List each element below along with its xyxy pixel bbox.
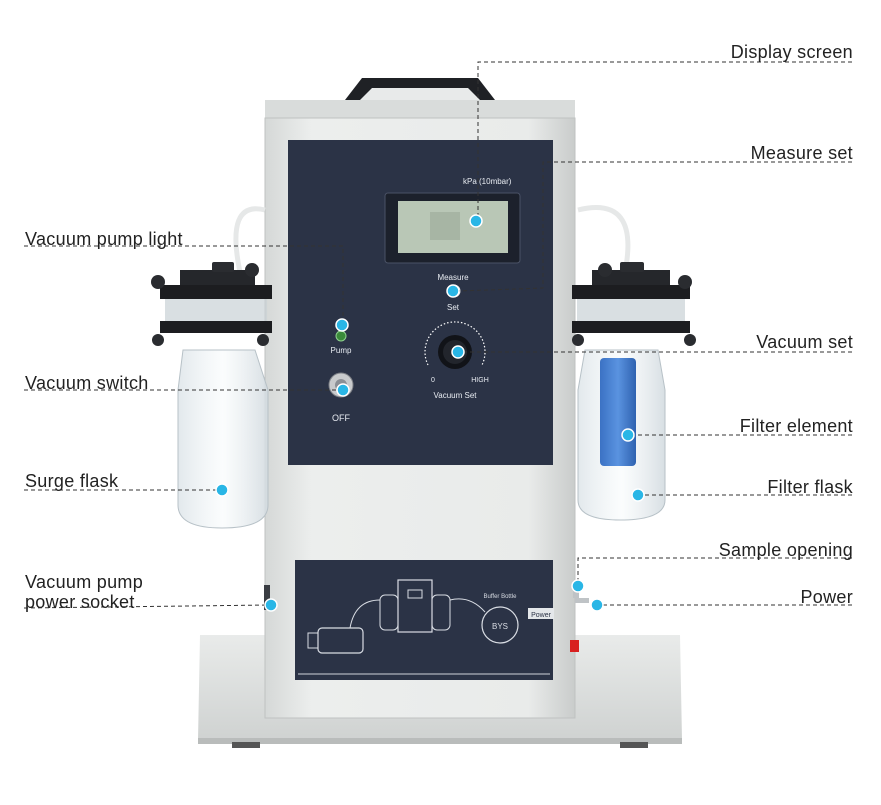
sample-opening-marker	[571, 579, 585, 593]
dial-max-text: HIGH	[471, 377, 489, 384]
vacuum-set-text: Vacuum Set	[434, 391, 478, 400]
pump-indicator-led	[335, 330, 347, 342]
display-screen-label: Display screen	[730, 42, 853, 62]
surge-flask	[151, 262, 272, 529]
power-socket-leader	[23, 604, 271, 609]
set-text: Set	[447, 303, 460, 312]
power-socket-marker	[264, 598, 278, 612]
vacuum-pump-power-socket-label-line1: Vacuum pump	[25, 572, 144, 592]
surge-flask-label: Surge flask	[25, 471, 119, 491]
vacuum-set-label: Vacuum set	[756, 332, 853, 352]
schematic-power-tag-text: Power	[531, 612, 552, 619]
dial-min-text: 0	[431, 377, 435, 384]
measure-set-marker	[446, 284, 460, 298]
vacuum-pump-light-label: Vacuum pump light	[25, 229, 183, 249]
leader-lines	[23, 61, 852, 609]
display-screen-marker	[469, 214, 483, 228]
measure-text: Measure	[437, 273, 469, 282]
off-text: OFF	[332, 413, 350, 423]
power-socket	[264, 585, 270, 610]
filter-flask	[572, 262, 696, 521]
display-screen-leader	[477, 61, 852, 221]
display-unit-text: kPa (10mbar)	[463, 177, 512, 186]
filter-element-marker	[621, 428, 635, 442]
power-marker	[590, 598, 604, 612]
filter-element-label: Filter element	[739, 416, 853, 436]
filter-element-cartridge	[600, 358, 636, 466]
power-switch[interactable]	[570, 640, 579, 652]
sample-opening-label: Sample opening	[718, 540, 853, 560]
vacuum-set-marker	[451, 345, 465, 359]
surge-flask-marker	[215, 483, 229, 497]
pump-text: Pump	[331, 346, 352, 355]
vacuum-switch-label: Vacuum switch	[25, 373, 149, 393]
sample-opening-leader	[577, 557, 852, 584]
power-label: Power	[800, 587, 853, 607]
control-panel	[288, 140, 553, 465]
vacuum-pump-light-leader	[24, 245, 344, 326]
carry-handle	[345, 78, 495, 100]
filter-flask-label: Filter flask	[767, 477, 853, 497]
marker-dots	[215, 214, 645, 612]
filter-flask-marker	[631, 488, 645, 502]
buffer-bottle-text: Buffer Bottle	[484, 594, 518, 600]
measure-set-leader	[457, 161, 852, 292]
schematic-panel	[295, 560, 554, 680]
bys-text: BYS	[492, 622, 508, 631]
vacuum-pump-light-marker	[335, 318, 349, 332]
vacuum-pump-power-socket-label-line2: power socket	[25, 592, 135, 612]
measure-set-label: Measure set	[750, 143, 853, 163]
vacuum-switch-marker	[336, 383, 350, 397]
